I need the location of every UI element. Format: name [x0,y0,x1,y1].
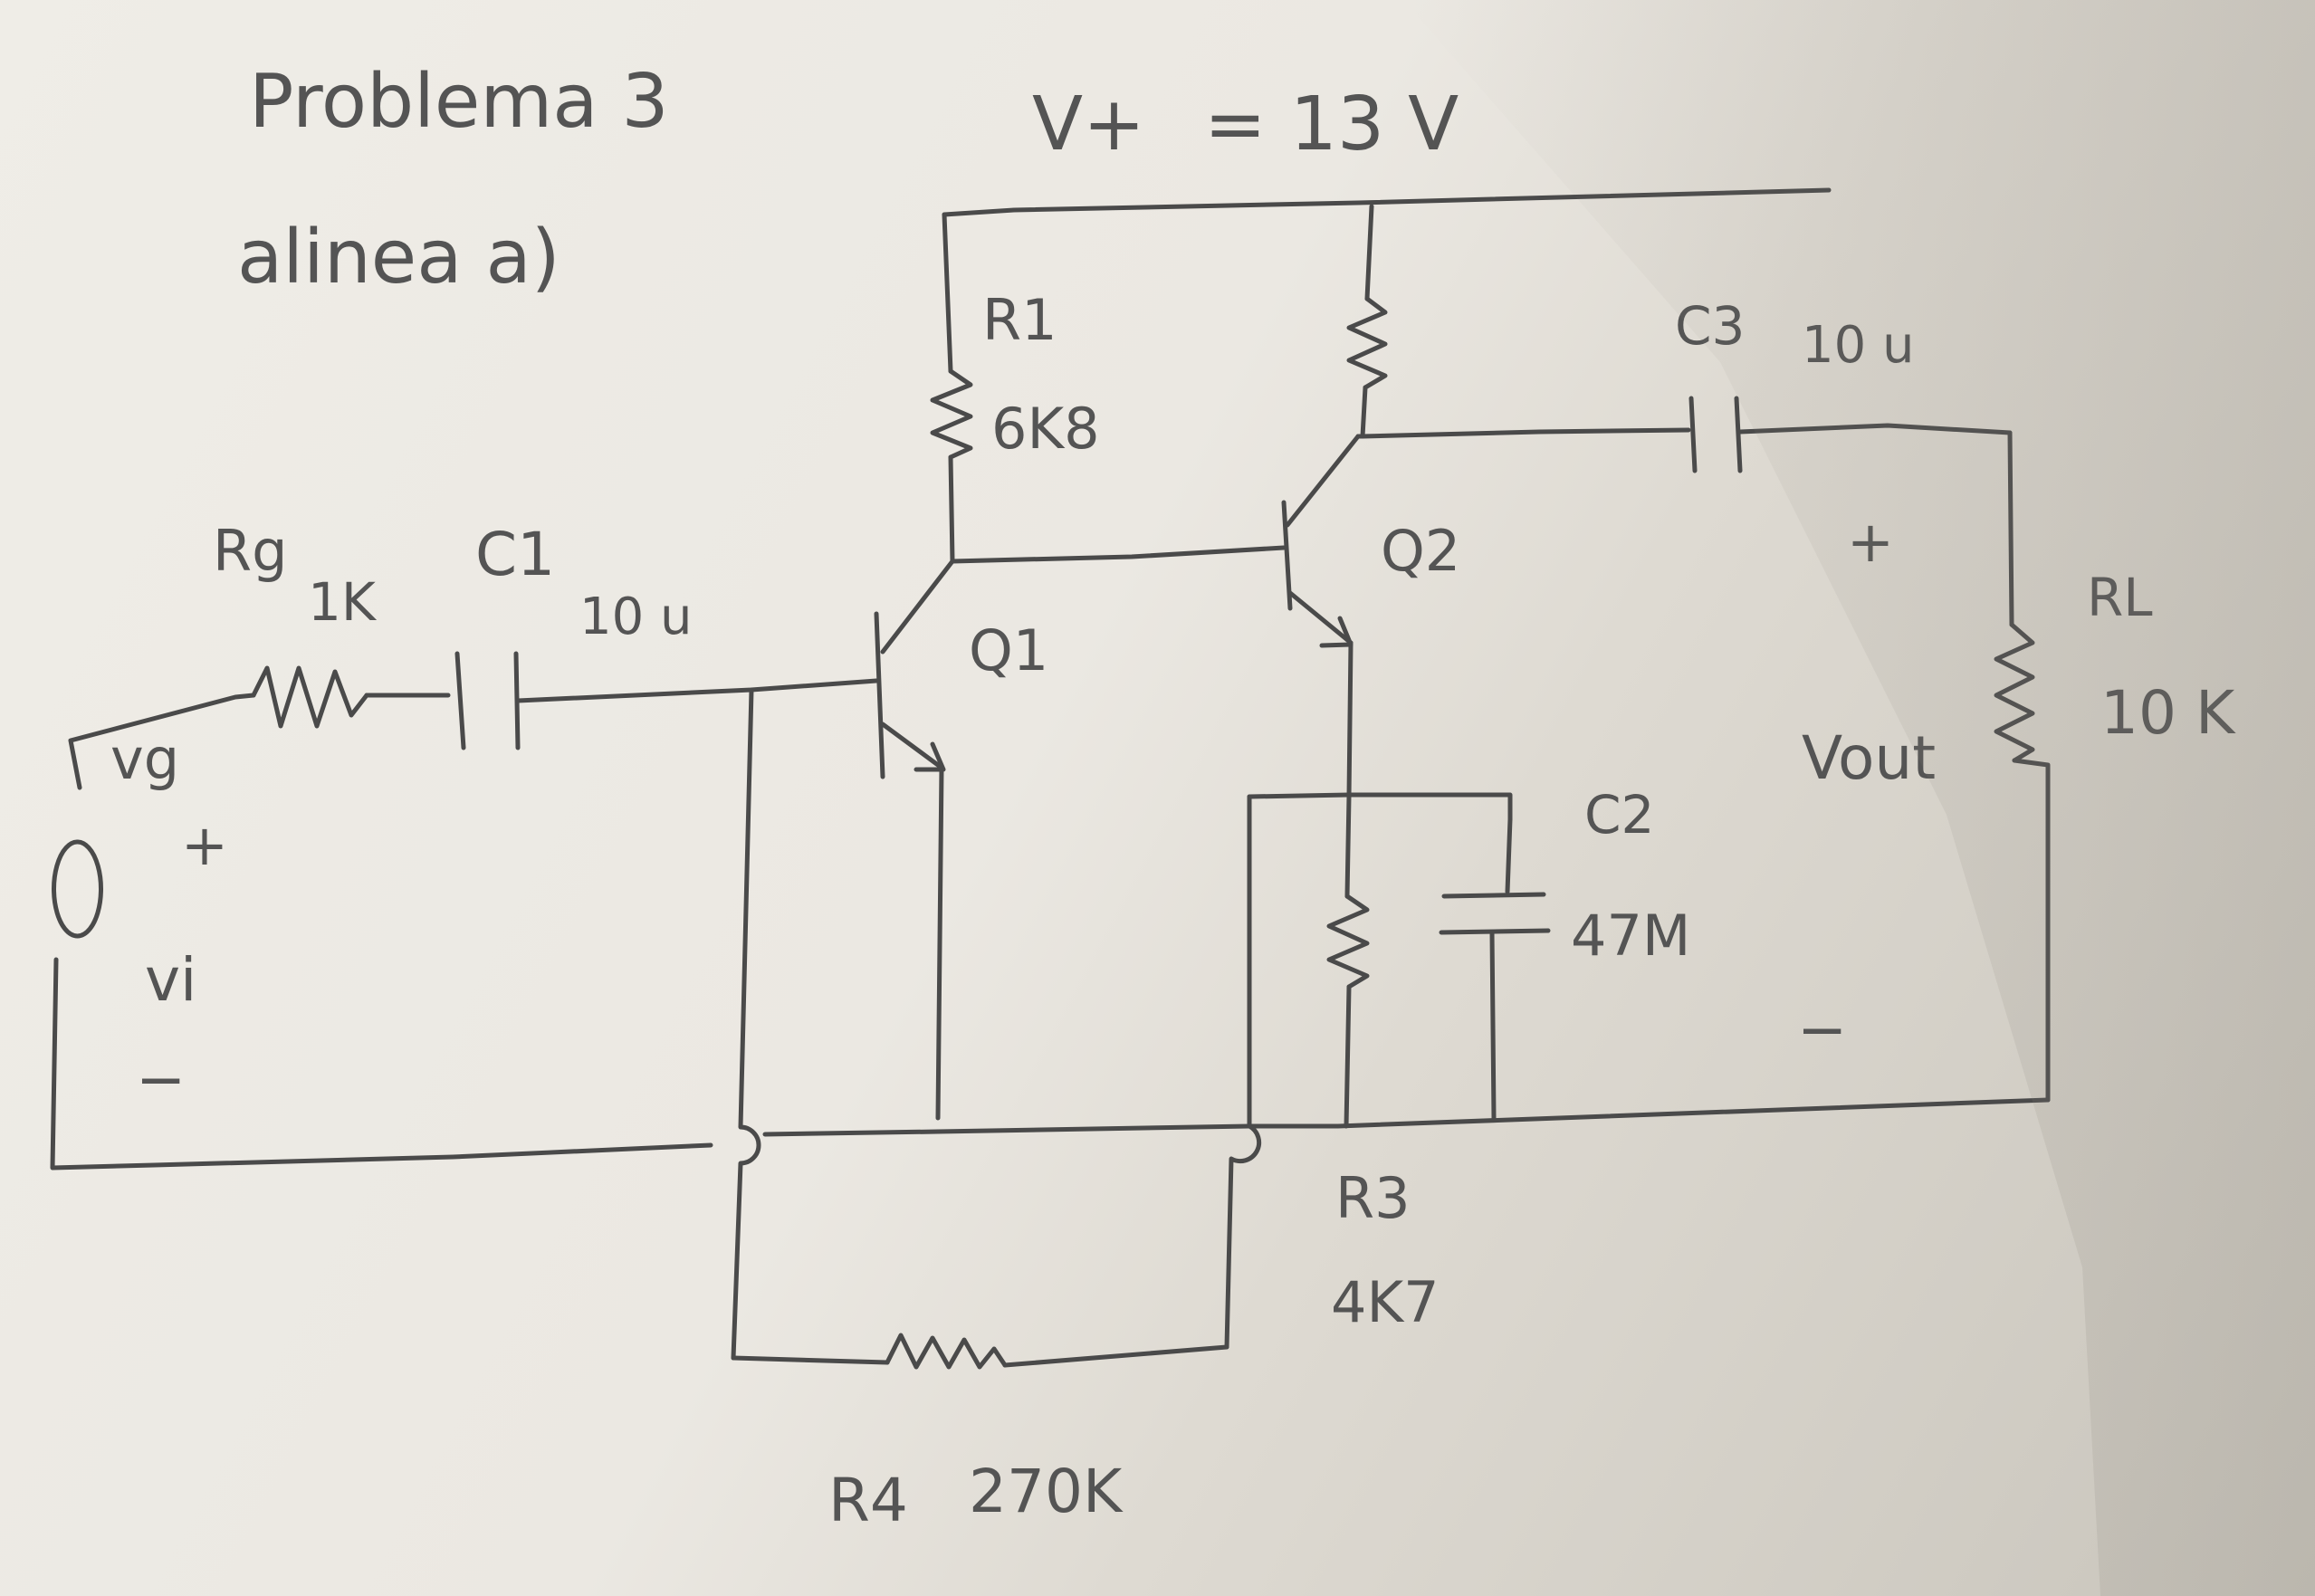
c2-value: 47M [1571,903,1690,969]
q2-emitter-to-node [1346,640,1354,799]
title-subitem: alinea a) [237,215,560,301]
r4-bottom-left [731,1355,890,1365]
rc-resistor [1346,296,1388,390]
c2-plate-top [1441,892,1546,899]
c2-plate-bottom [1439,928,1551,935]
q1-label: Q1 [969,617,1048,683]
r4-value: 270K [969,1457,1124,1526]
q1-emitter [880,722,944,770]
q1-collector [880,559,955,655]
c3-to-rl [1737,423,2013,435]
node-bar [1247,792,1513,822]
source-to-rg [68,693,256,790]
r3-lead-top [1344,794,1352,899]
q2-label: Q2 [1381,518,1460,584]
c2-lead-bottom [1489,930,1497,1121]
c3-plate-left [1688,396,1698,473]
r4-name: R4 [828,1466,908,1535]
rl-resistor [1994,622,2035,763]
vi-label: vi [145,945,196,1015]
r4-right-lead [1224,794,1262,1350]
rl-value: 10 K [2100,678,2236,748]
c1-plate-left [454,651,466,750]
supply-value: = 13 V [1204,81,1459,167]
q1-base-bar [874,611,885,779]
source-circle [52,839,103,939]
c2-lead-top [1505,817,1513,894]
vout-minus: − [1797,995,1847,1065]
c3-value: 10 u [1802,316,1915,375]
r4-resistor [885,1333,1008,1370]
title-problem: Problema 3 [249,59,669,145]
vout-plus: + [1847,509,1894,575]
r1-value: 6K8 [991,396,1100,462]
vi-plus: + [181,812,228,878]
r3-lead-bottom [1344,984,1352,1129]
rc-lead-top [1364,204,1374,301]
supply-label: V+ [1032,81,1145,167]
rg-resistor [251,665,369,729]
rc-lead-bottom [1355,385,1368,439]
r3-resistor [1326,894,1370,989]
vg-label: vg [110,726,179,792]
r1-lead-bottom [948,454,955,564]
r4-left-lead [731,687,761,1361]
ground-rail [762,1097,2051,1137]
q2-collector-to-c3 [1360,427,1691,439]
c1-name: C1 [475,520,555,589]
c1-value: 10 u [579,588,693,646]
q2-emitter [1287,590,1354,645]
c3-plate-right [1734,396,1743,473]
r1-name: R1 [982,287,1057,353]
q1-collector-to-q2-base [950,545,1287,564]
rl-lead-top [2007,430,2014,627]
c3-name: C3 [1675,295,1745,357]
q1-emitter-to-ground [935,765,944,1121]
c2-name: C2 [1584,784,1654,846]
r4-bottom-right [1002,1344,1229,1368]
r3-value: 4K7 [1331,1269,1440,1335]
rg-value: 1K [308,571,378,633]
q2-collector [1285,434,1361,528]
rl-lead-bottom [2012,758,2051,1103]
c1-to-q1-base [515,678,879,703]
rl-name: RL [2087,567,2153,628]
r1-lead-top [942,212,953,374]
source-bottom [50,957,713,1171]
r1-resistor [930,368,973,460]
r3-name: R3 [1335,1165,1411,1231]
supply-rail [942,187,1832,217]
rg-name: Rg [213,518,287,584]
q2-base-bar [1281,500,1293,611]
vi-minus: − [136,1045,186,1114]
vout-label: Vout [1802,723,1936,793]
